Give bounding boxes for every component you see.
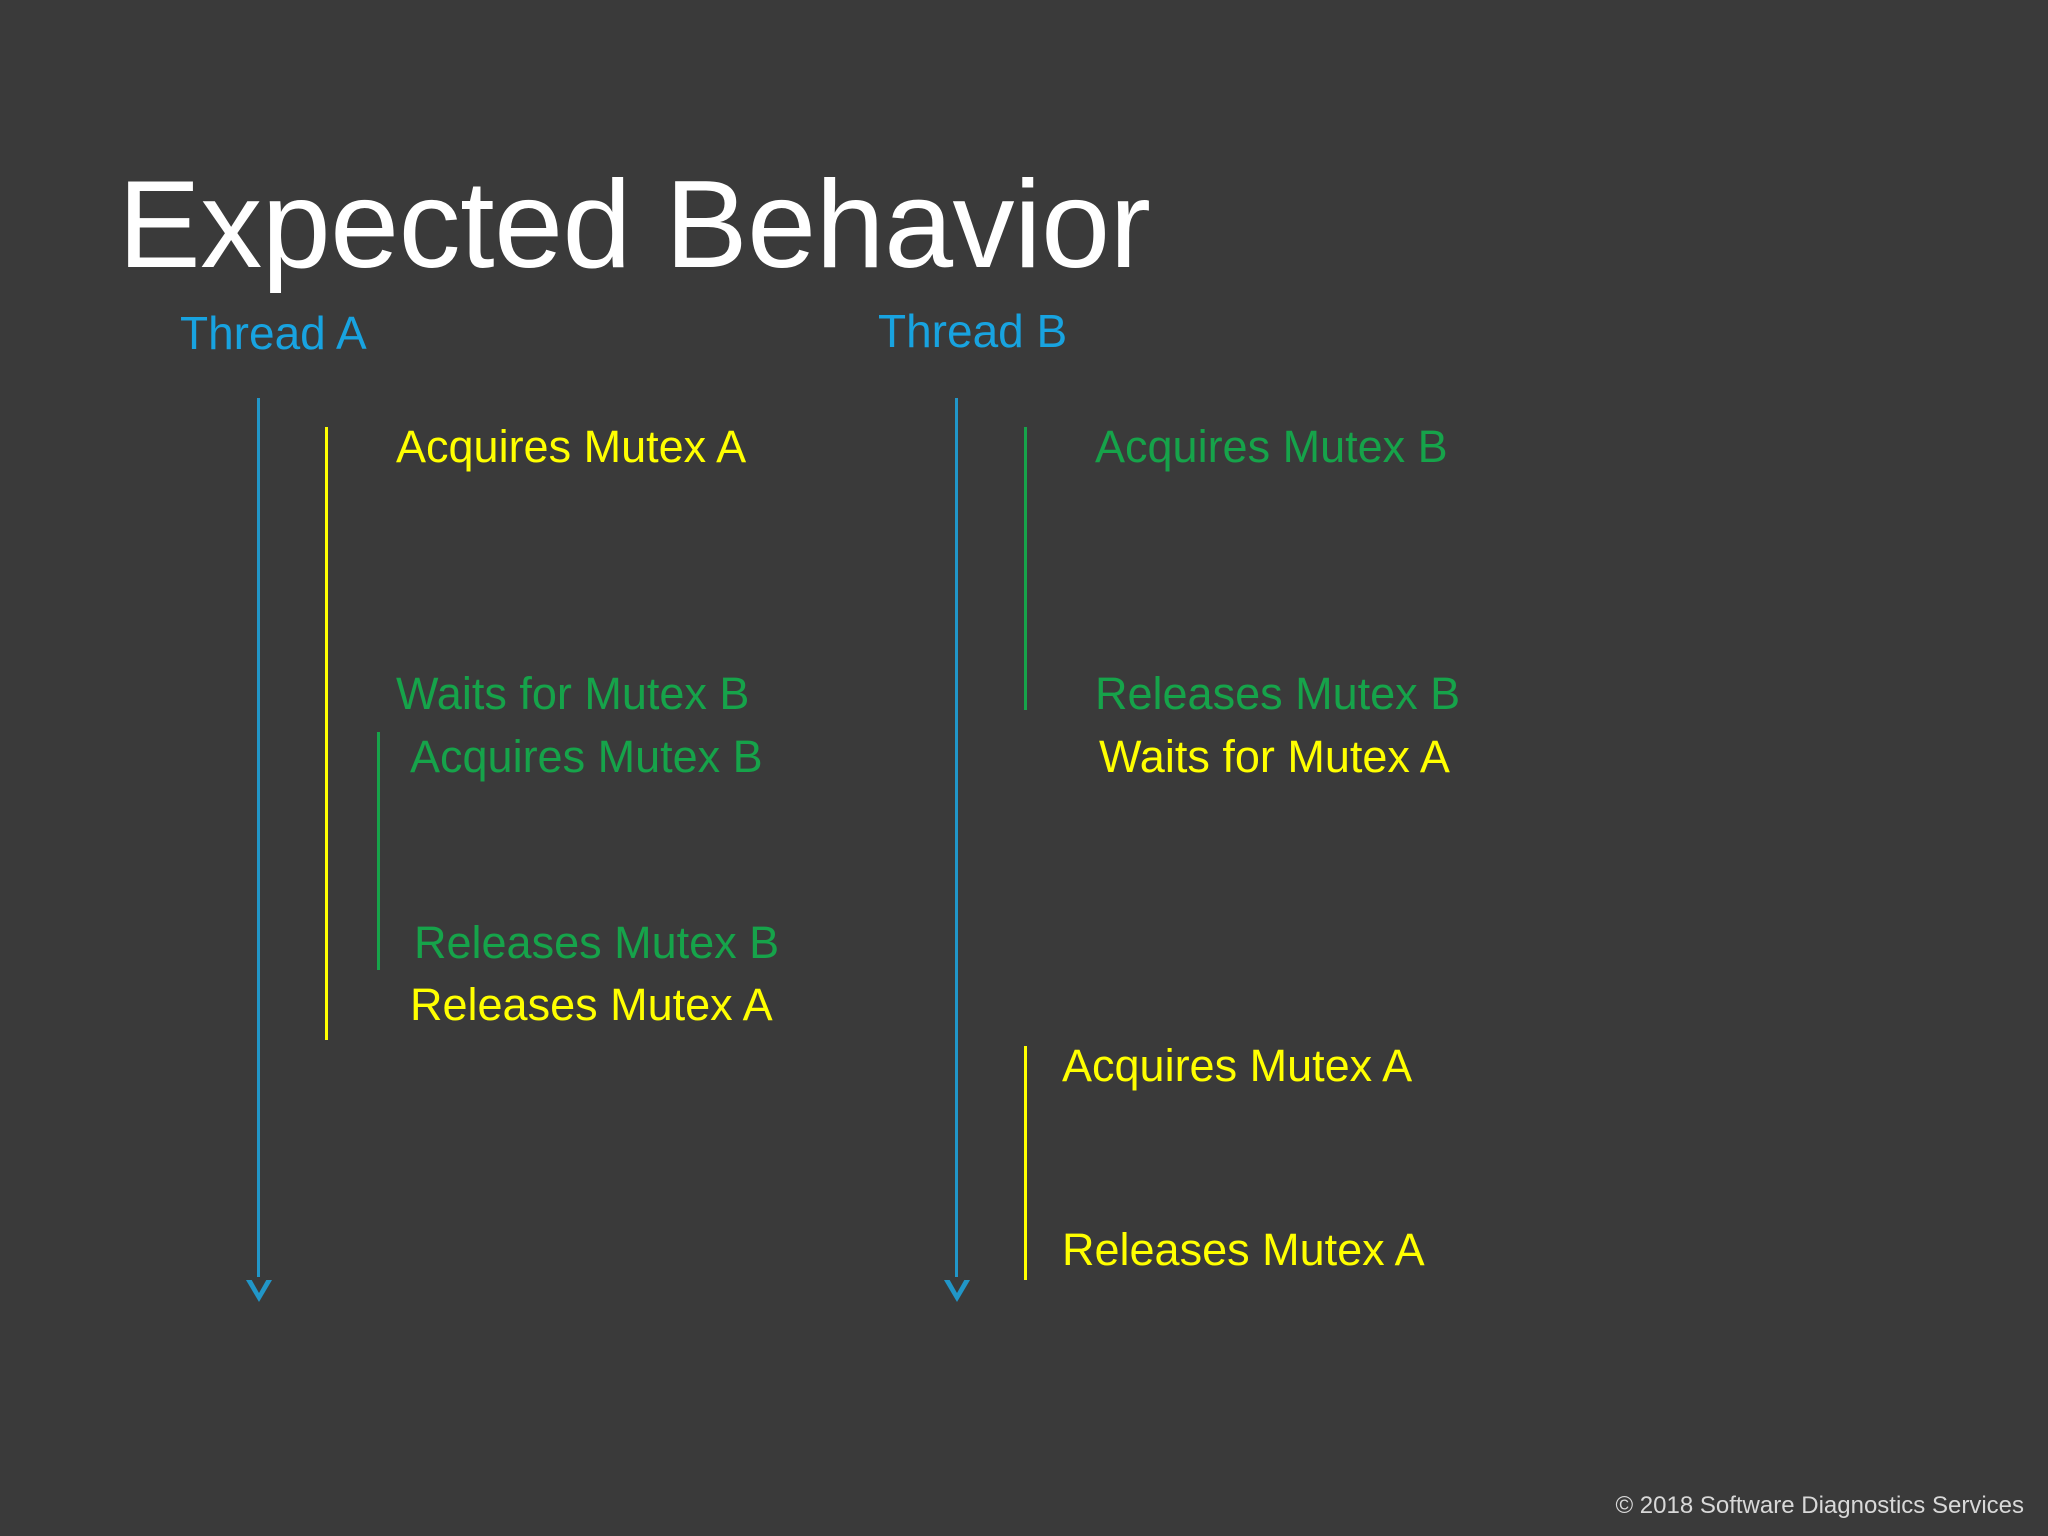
lifeline-thread-b	[955, 398, 958, 1280]
event-label: Waits for Mutex B	[396, 668, 750, 719]
footer-copyright: © 2018 Software Diagnostics Services	[1615, 1492, 2024, 1519]
thread-label-thread-b: Thread B	[878, 305, 1068, 357]
event-label: Acquires Mutex A	[396, 421, 747, 472]
hold-bar-thread-a-mutex-b	[377, 732, 380, 970]
event-label: Releases Mutex B	[1095, 668, 1461, 719]
lifeline-arrow-thread-a	[246, 1277, 272, 1302]
hold-bar-thread-b-mutex-b	[1024, 427, 1027, 710]
thread-label-thread-a: Thread A	[180, 307, 367, 359]
event-label: Waits for Mutex A	[1099, 731, 1450, 782]
event-label: Acquires Mutex B	[1095, 421, 1448, 472]
hold-bar-thread-b-mutex-a	[1024, 1046, 1027, 1280]
hold-bar-thread-a-mutex-a	[325, 427, 328, 1040]
event-label: Acquires Mutex B	[410, 731, 763, 782]
lifeline-thread-a	[257, 398, 260, 1280]
page-title: Expected Behavior	[118, 156, 1151, 295]
lifeline-arrow-thread-b	[944, 1277, 970, 1302]
event-label: Releases Mutex B	[414, 917, 780, 968]
event-label: Releases Mutex A	[410, 979, 773, 1030]
event-label: Acquires Mutex A	[1062, 1040, 1413, 1091]
event-label: Releases Mutex A	[1062, 1224, 1425, 1275]
